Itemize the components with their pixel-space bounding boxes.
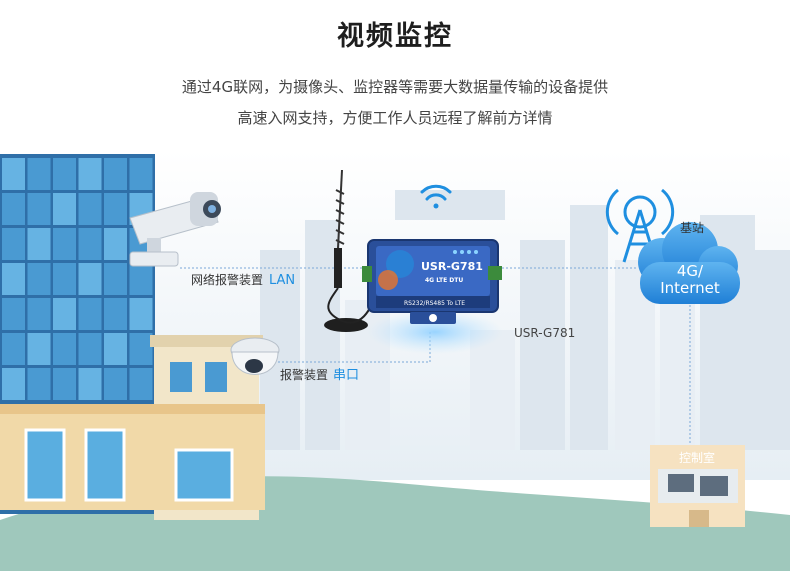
alarm-interface-label: 串口 <box>333 368 359 383</box>
building-window <box>2 263 25 295</box>
building-window <box>129 368 153 400</box>
building-window <box>104 263 127 295</box>
building-window <box>2 368 25 400</box>
building-window <box>2 193 25 225</box>
description-line-1: 通过4G联网，为摄像头、监控器等需要大数据量传输的设备提供 <box>181 78 609 96</box>
building-window <box>53 333 76 365</box>
building-window <box>129 158 153 190</box>
connection-lines <box>180 267 691 445</box>
building-window <box>27 263 51 295</box>
camera-interface-label: LAN <box>269 273 295 288</box>
skyline-background <box>150 150 790 480</box>
building-window <box>129 263 153 295</box>
building-window <box>129 333 153 365</box>
building-window <box>2 333 25 365</box>
cloud-icon <box>638 222 740 304</box>
building-window <box>104 298 127 330</box>
building-window <box>2 228 25 260</box>
device-caption: USR-G781 <box>514 326 575 340</box>
dome-camera-icon <box>230 337 280 375</box>
page-title: 视频监控 <box>337 21 453 52</box>
description-line-2: 高速入网支持，方便工作人员远程了解前方详情 <box>237 109 553 127</box>
building-window <box>78 228 102 260</box>
building-window <box>104 228 127 260</box>
building-window <box>78 368 102 400</box>
cloud-label-line-2: Internet <box>660 279 720 297</box>
device-glow <box>367 310 503 354</box>
building-window <box>53 193 76 225</box>
building-window <box>53 368 76 400</box>
building-window <box>78 298 102 330</box>
camera-device-label: 网络报警装置 <box>191 272 263 287</box>
camera-icon <box>129 192 221 267</box>
building-window <box>53 298 76 330</box>
control-room-building <box>650 445 745 527</box>
building-window <box>2 298 25 330</box>
dtu-bottom-text: RS232/RS485 To LTE <box>404 300 465 307</box>
building-window <box>53 263 76 295</box>
tower-icon <box>605 188 675 263</box>
building-window <box>27 193 51 225</box>
dtu-name: USR-G781 <box>421 260 483 273</box>
storefront <box>0 404 265 510</box>
alarm-device-label: 报警装置 <box>280 367 328 382</box>
building-window <box>78 333 102 365</box>
building-window <box>78 158 102 190</box>
wifi-icon <box>420 184 452 209</box>
building-window <box>78 263 102 295</box>
building-window <box>27 228 51 260</box>
building-window <box>53 158 76 190</box>
building-window <box>104 368 127 400</box>
building-window <box>129 298 153 330</box>
dtu-subtitle: 4G LTE DTU <box>425 277 463 284</box>
building-window <box>27 158 51 190</box>
building-window <box>104 193 127 225</box>
base-station-label: 基站 <box>680 221 704 235</box>
building-window <box>104 158 127 190</box>
building-window <box>27 298 51 330</box>
building-window <box>78 193 102 225</box>
building-window <box>27 333 51 365</box>
building-window <box>53 228 76 260</box>
building-window <box>27 368 51 400</box>
dtu-device <box>362 239 502 324</box>
control-room-label: 控制室 <box>679 450 715 465</box>
cloud-label-line-1: 4G/ <box>677 262 704 280</box>
building-window <box>104 333 127 365</box>
building-window <box>2 158 25 190</box>
